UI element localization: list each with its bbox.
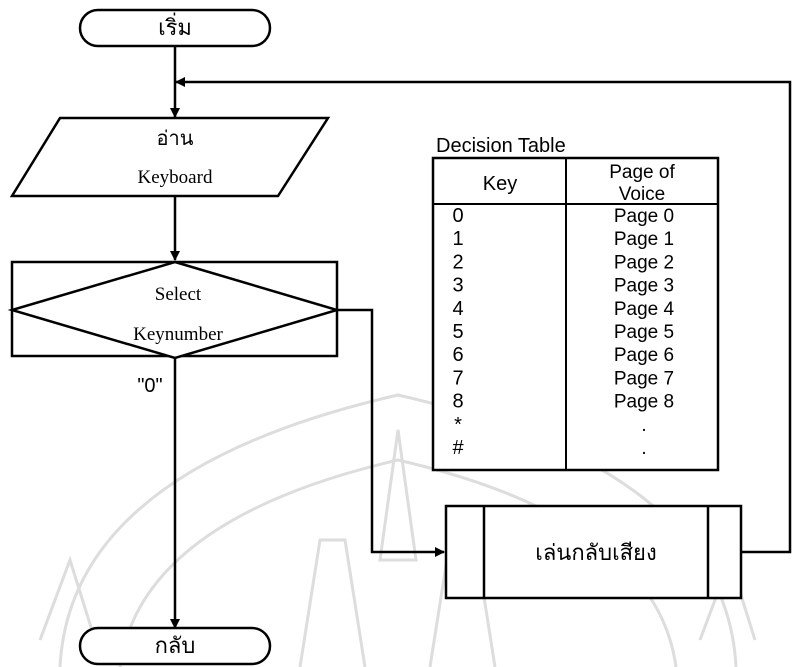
- decision-label-select: Select: [155, 284, 202, 305]
- table-cell-key: 5: [452, 321, 463, 343]
- process-playback-box: เล่นกลับเสียง: [444, 504, 743, 600]
- table-cell-page: Page 0: [614, 206, 674, 227]
- table-cell-key: *: [454, 414, 462, 436]
- table-cell-key: 4: [452, 298, 463, 320]
- decision-table: Decision Table Key Page of Voice 0 Page 0…: [431, 135, 720, 472]
- input-parallelogram: อ่าน Keyboard: [9, 116, 331, 198]
- table-cell-page: Page 5: [614, 322, 674, 343]
- table-cell-page: Page 7: [614, 368, 674, 389]
- table-cell-page: Page 2: [614, 252, 674, 273]
- table-cell-key: 3: [452, 275, 463, 297]
- input-label-keyboard: Keyboard: [138, 167, 213, 188]
- decision-select-keynumber: Select Keynumber: [7, 260, 342, 360]
- table-cell-key: 0: [452, 205, 463, 227]
- loop-back-line: [175, 77, 792, 554]
- decision-table-header-page-line1: Page of: [609, 162, 675, 183]
- table-cell-page: .: [641, 415, 646, 436]
- end-label: กลับ: [155, 633, 196, 658]
- table-cell-page: Page 6: [614, 345, 674, 366]
- decision-table-header-page-line2: Voice: [619, 184, 665, 205]
- branch-label-zero: "0": [137, 375, 162, 397]
- table-cell-page: Page 3: [614, 276, 674, 297]
- table-cell-page: Page 4: [614, 299, 675, 320]
- decision-table-border: [431, 156, 720, 472]
- table-cell-page: Page 1: [614, 229, 674, 250]
- input-label-read: อ่าน: [157, 128, 194, 150]
- table-cell-key: #: [452, 437, 464, 459]
- start-terminator: เริ่ม: [78, 8, 272, 48]
- end-terminator: กลับ: [78, 626, 272, 666]
- decision-label-keynumber: Keynumber: [133, 324, 223, 345]
- table-cell-key: 1: [452, 228, 463, 250]
- table-cell-key: 8: [452, 391, 463, 413]
- table-cell-key: 6: [452, 344, 463, 366]
- table-cell-key: 2: [452, 251, 463, 273]
- decision-table-title: Decision Table: [436, 135, 566, 157]
- start-label: เริ่ม: [158, 12, 192, 40]
- process-label: เล่นกลับเสียง: [535, 540, 656, 565]
- decision-table-header-key: Key: [483, 173, 517, 195]
- arrow-decision-to-process: [337, 308, 445, 557]
- table-cell-page: .: [641, 438, 646, 459]
- table-cell-key: 7: [452, 367, 463, 389]
- table-cell-page: Page 8: [614, 392, 674, 413]
